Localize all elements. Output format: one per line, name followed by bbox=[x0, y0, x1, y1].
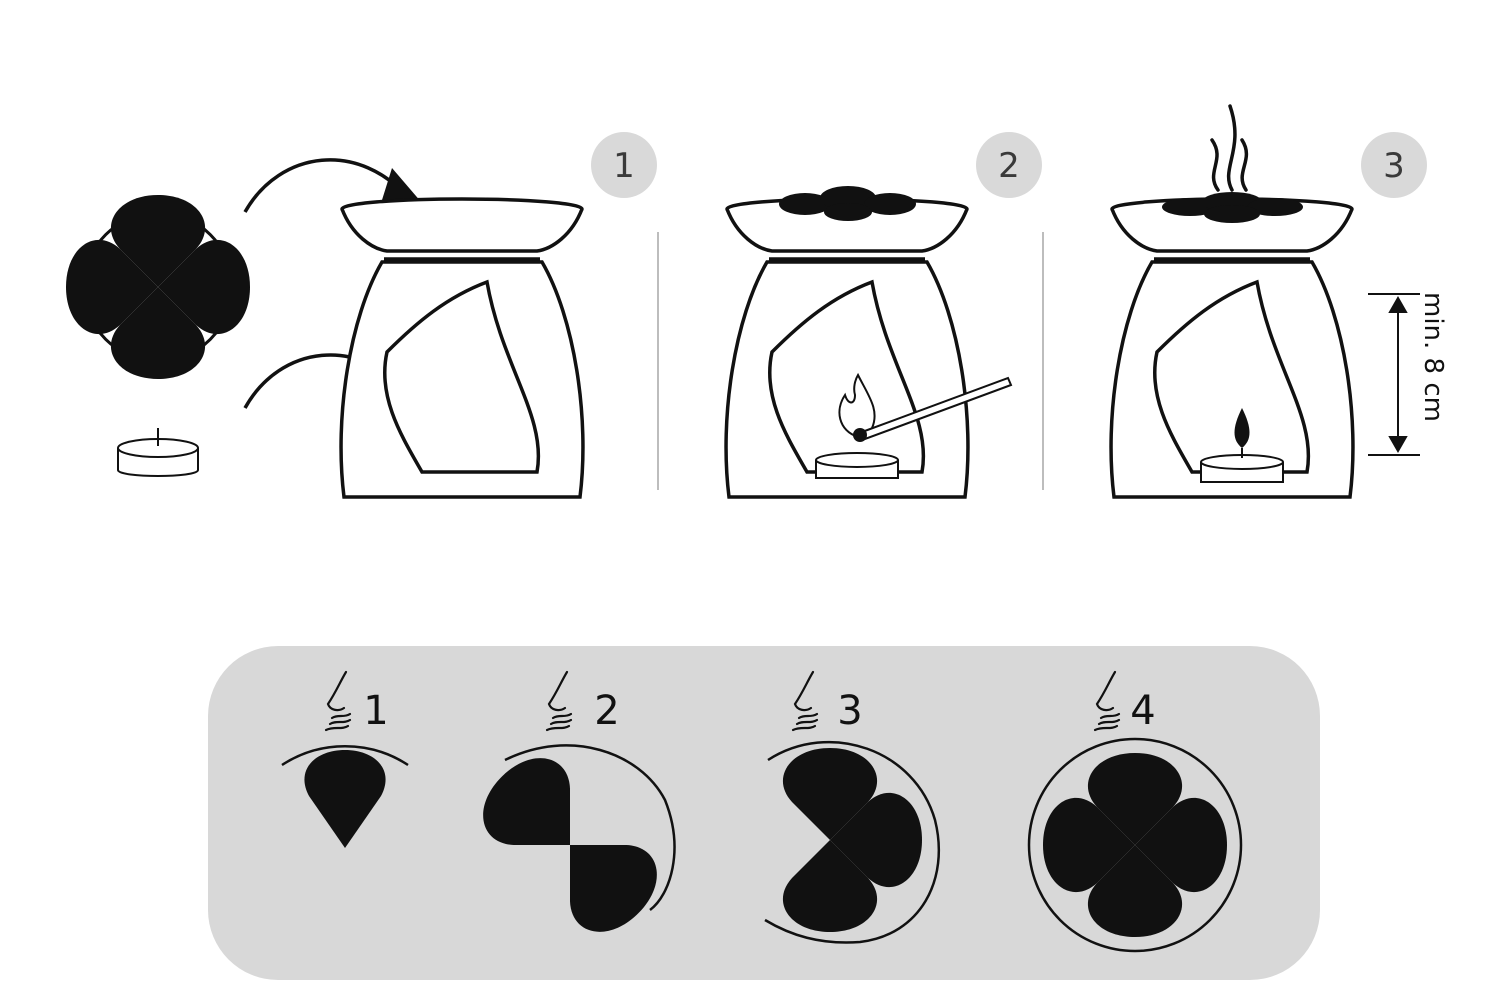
step-3: min. 8 cm 3 bbox=[1109, 104, 1448, 499]
scent-level-number: 1 bbox=[363, 688, 388, 734]
burner-icon bbox=[339, 197, 585, 499]
height-measurement bbox=[1368, 293, 1420, 456]
scent-level-2: 2 bbox=[466, 670, 676, 949]
steam-icon bbox=[1210, 104, 1249, 192]
scent-intensity-panel: 1 2 3 bbox=[208, 646, 1320, 980]
scent-level-3: 3 bbox=[764, 670, 940, 944]
wax-pieces bbox=[1162, 192, 1303, 223]
step-2: 2 bbox=[724, 132, 1042, 499]
scent-level-number: 4 bbox=[1130, 688, 1155, 734]
petal-icon bbox=[304, 750, 386, 848]
dish-arc bbox=[504, 744, 676, 911]
dish-arc bbox=[281, 745, 409, 767]
wax-melt-icon bbox=[66, 195, 250, 379]
match-icon bbox=[853, 376, 1013, 442]
tealight-icon bbox=[815, 452, 899, 479]
step-number: 1 bbox=[613, 146, 635, 186]
step-number-badge: 2 bbox=[976, 132, 1042, 198]
step-number: 3 bbox=[1383, 146, 1405, 186]
step-number-badge: 3 bbox=[1361, 132, 1427, 198]
burner-icon bbox=[1109, 197, 1355, 499]
step-1: 1 bbox=[66, 132, 657, 499]
dish-arc bbox=[764, 740, 940, 944]
measurement-label: min. 8 cm bbox=[1418, 292, 1448, 422]
scent-level-number: 2 bbox=[594, 688, 619, 734]
dish-arc bbox=[1027, 737, 1243, 953]
scent-level-1: 1 bbox=[281, 670, 409, 848]
step-number: 2 bbox=[998, 146, 1020, 186]
scent-level-number: 3 bbox=[837, 688, 862, 734]
wax-pieces bbox=[779, 186, 916, 221]
flame-icon bbox=[1234, 408, 1250, 448]
step-number-badge: 1 bbox=[591, 132, 657, 198]
tealight-icon bbox=[1200, 454, 1284, 483]
tealight-icon bbox=[117, 428, 199, 477]
scent-level-4: 4 bbox=[1027, 670, 1243, 953]
